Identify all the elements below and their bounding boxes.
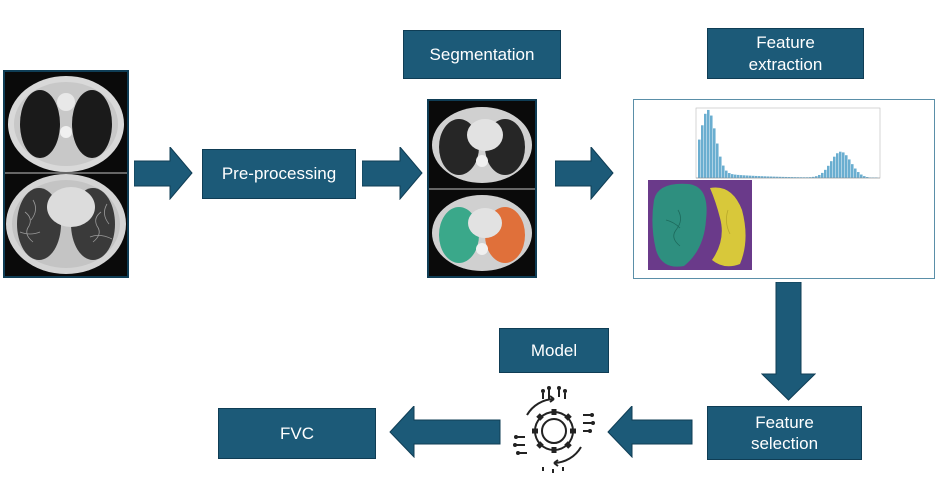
model-box: Model <box>499 328 609 373</box>
histogram-bar <box>761 176 764 178</box>
histogram-bar <box>845 155 848 178</box>
histogram-bar <box>812 176 815 178</box>
histogram-bar <box>740 175 743 178</box>
ct-input-images <box>3 70 129 278</box>
histogram-bar <box>731 174 734 178</box>
arrow-to-feature-selection <box>761 282 816 401</box>
preprocessing-label: Pre-processing <box>221 164 337 184</box>
arrow-to-feature-extraction <box>555 147 614 200</box>
arrow-to-preprocessing <box>134 147 193 200</box>
histogram-bar <box>782 176 785 178</box>
feature-selection-box: Feature selection <box>707 406 862 460</box>
ai-gear-circuit-icon <box>513 386 595 473</box>
feature-extraction-box: Feature extraction <box>707 28 864 79</box>
histogram-bar <box>752 175 755 178</box>
histogram-bar <box>722 165 725 178</box>
feature-selection-label: Feature selection <box>750 412 819 453</box>
histogram-bar <box>776 176 779 178</box>
lung-mask-image <box>648 180 752 270</box>
histogram-bar <box>764 176 767 178</box>
histogram-bar <box>818 174 821 178</box>
histogram-bar <box>803 177 806 178</box>
histogram-bar <box>815 176 818 178</box>
lung-mask-image-icon <box>648 180 752 270</box>
histogram-bar <box>770 176 773 178</box>
histogram-bar <box>749 175 752 178</box>
histogram-bar <box>716 143 719 178</box>
segmentation-box: Segmentation <box>403 30 561 79</box>
arrow-to-model <box>607 406 693 458</box>
histogram-bar <box>719 156 722 178</box>
fvc-box: FVC <box>218 408 376 459</box>
model-label: Model <box>530 340 578 360</box>
histogram-bar <box>725 170 728 178</box>
histogram-bar <box>833 156 836 178</box>
histogram-bar <box>863 176 866 178</box>
histogram-bar <box>794 177 797 178</box>
ct-segmented-images <box>427 99 537 278</box>
histogram-bar <box>701 125 704 178</box>
ct-scan-images-icon <box>5 72 127 276</box>
histogram-bar <box>785 176 788 178</box>
arrow-to-segmentation <box>362 147 423 200</box>
histogram-bar <box>698 139 701 178</box>
fvc-label: FVC <box>280 423 314 443</box>
histogram-bar <box>809 177 812 178</box>
histogram-bar <box>824 169 827 178</box>
histogram-bar <box>797 177 800 178</box>
feature-extraction-label: Feature extraction <box>748 33 823 74</box>
segmentation-label: Segmentation <box>429 44 535 64</box>
histogram-bar <box>839 151 842 178</box>
histogram-bar <box>746 175 749 178</box>
histogram-bar <box>866 177 869 178</box>
histogram-bar <box>830 161 833 178</box>
histogram-bar <box>710 115 713 178</box>
histogram-bar <box>704 113 707 178</box>
histogram-bar <box>857 172 860 178</box>
arrow-to-fvc <box>389 406 501 458</box>
histogram-bar <box>842 152 845 178</box>
segmented-ct-images-icon <box>429 101 535 276</box>
histogram-bar <box>758 176 761 178</box>
histogram-bar <box>737 174 740 178</box>
histogram-bar <box>821 172 824 178</box>
histogram-bar <box>854 168 857 178</box>
histogram-bar <box>806 177 809 178</box>
histogram-bar <box>836 153 839 178</box>
histogram-bar <box>755 175 758 178</box>
histogram-bar <box>851 164 854 178</box>
histogram-bar <box>767 176 770 178</box>
histogram-bar <box>791 177 794 178</box>
histogram-bar <box>734 174 737 178</box>
histogram-chart-icon <box>695 107 881 179</box>
histogram-bar <box>788 177 791 178</box>
histogram-bar <box>707 109 710 178</box>
histogram-bar <box>728 173 731 178</box>
preprocessing-box: Pre-processing <box>202 149 356 199</box>
histogram-bar <box>713 128 716 178</box>
histogram-bar <box>848 159 851 178</box>
histogram-bar <box>779 176 782 178</box>
histogram-bar <box>773 176 776 178</box>
histogram-bar <box>827 165 830 178</box>
histogram-bar <box>860 174 863 178</box>
histogram-bar <box>800 177 803 178</box>
histogram-bar <box>743 175 746 178</box>
